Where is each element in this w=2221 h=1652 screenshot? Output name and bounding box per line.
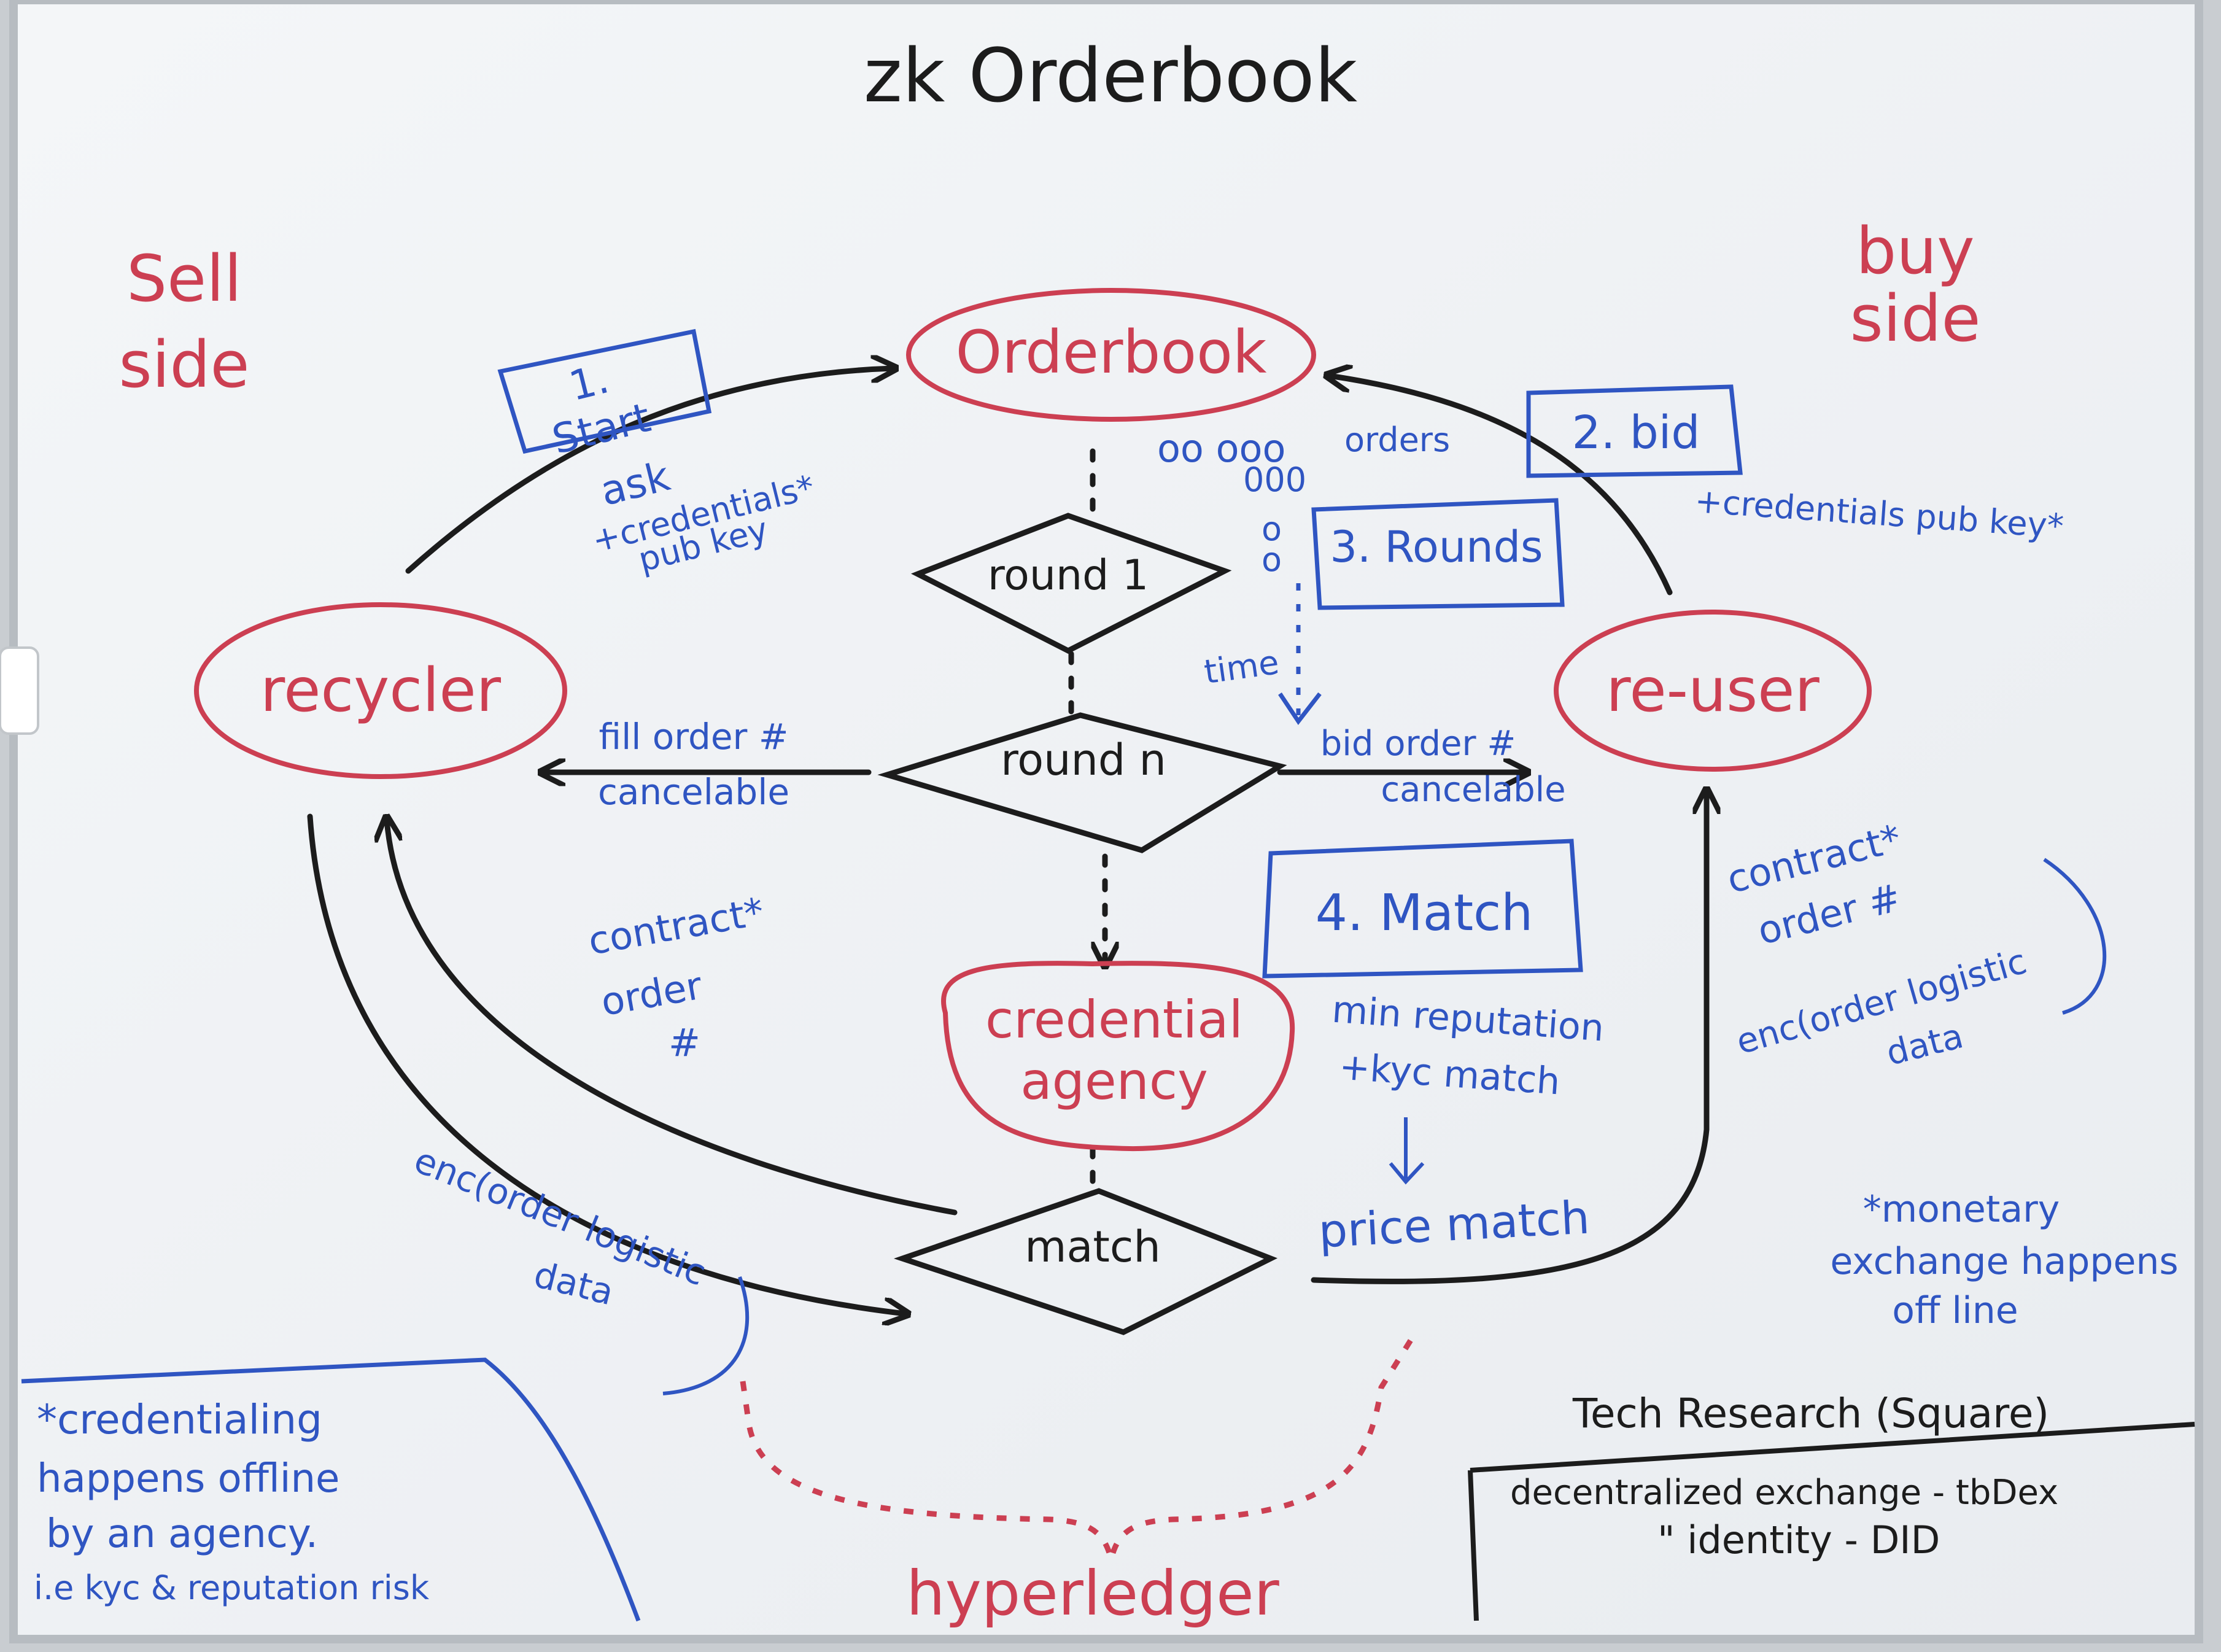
diamond-roundn: round n [877, 712, 1287, 853]
buy-side-word-2: side [1850, 281, 1980, 356]
monetary-line-3: off line [1892, 1289, 2018, 1332]
sell-side-label: Sell side [118, 241, 249, 402]
orders-note: oo ooo orders 000 o o [1157, 421, 1450, 579]
agency-label-line-1: credential [985, 990, 1243, 1050]
step-match-label: 4. Match [1316, 884, 1533, 942]
orderbook-label: Orderbook [956, 318, 1267, 387]
credentialing-line-2: happens offline [37, 1456, 339, 1502]
step-rounds-label: 3. Rounds [1330, 522, 1543, 572]
tech-heading: Tech Research (Square) [1572, 1390, 2049, 1437]
node-credential-agency: credential agency [941, 961, 1295, 1151]
fill-order-line-1: fill order # [599, 716, 789, 758]
tech-row-2: " identity - DID [1657, 1518, 1940, 1562]
step-bid: 2. bid [1526, 384, 1743, 478]
buy-side-word-1: buy [1856, 214, 1974, 289]
monetary-line-1: *monetary [1863, 1188, 2060, 1231]
credentialing-line-1: *credentialing [37, 1396, 322, 1443]
diamond-match: match [893, 1188, 1278, 1335]
arrow-match-to-recycler [387, 820, 958, 1216]
agency-label-line-2: agency [1020, 1051, 1208, 1111]
arrow-match-to-reuser [1311, 792, 1707, 1284]
contract-left-line-3: # [669, 1020, 700, 1065]
step-match: 4. Match [1262, 839, 1583, 979]
monetary-line-2: exchange happens [1830, 1240, 2178, 1283]
arrow-reputation-to-price [1389, 1117, 1425, 1185]
order-circle-a: o [1262, 510, 1282, 548]
tech-row-1: decentralized exchange - tbDex [1510, 1473, 2058, 1513]
bid-order-line-1: bid order # [1320, 724, 1516, 764]
hyperledger-brace: hyperledger [740, 1336, 1414, 1629]
node-orderbook: Orderbook [906, 288, 1316, 422]
orders-circles-row-2: 000 [1243, 460, 1306, 499]
sell-side-word-1: Sell [126, 241, 242, 316]
hyperledger-label: hyperledger [906, 1557, 1279, 1629]
fill-order-note: fill order # cancelable [598, 716, 789, 813]
monetary-note: *monetary exchange happens off line [1830, 1188, 2178, 1332]
arrow-recycler-to-orderbook [405, 368, 893, 574]
board-title: zk Orderbook [864, 34, 1358, 119]
step-bid-label: 2. bid [1572, 406, 1700, 459]
node-recycler: recycler [194, 602, 567, 779]
sell-side-word-2: side [118, 327, 249, 402]
round1-label: round 1 [988, 551, 1149, 600]
arrow-reuser-to-orderbook [1329, 376, 1673, 595]
buy-side-label: buy side [1850, 214, 1980, 356]
fill-order-line-2: cancelable [598, 771, 789, 813]
roundn-label: round n [1001, 735, 1166, 785]
tech-research: Tech Research (Square) decentralized exc… [1468, 1390, 2195, 1621]
node-reuser: re-user [1554, 610, 1872, 772]
credentialing-line-3: by an agency. [46, 1511, 318, 1557]
match-diamond-label: match [1025, 1222, 1160, 1272]
diamond-round1: round 1 [910, 513, 1232, 654]
step-rounds: 3. Rounds [1311, 498, 1565, 610]
board-clip-left [0, 646, 39, 735]
order-circles: oo ooo [1157, 426, 1285, 471]
arrow-recycler-to-match [307, 813, 905, 1314]
bid-order-line-2: cancelable [1381, 770, 1565, 810]
recycler-label: recycler [260, 656, 502, 726]
orders-label: orders [1344, 421, 1450, 459]
credentialing-note: *credentialing happens offline by an age… [21, 1357, 641, 1622]
credentialing-line-4: i.e kyc & reputation risk [34, 1569, 430, 1607]
reuser-label: re-user [1606, 656, 1820, 726]
time-axis: time [1202, 583, 1322, 725]
bid-order-note: bid order # cancelable [1320, 724, 1566, 810]
order-circle-b: o [1262, 540, 1282, 579]
